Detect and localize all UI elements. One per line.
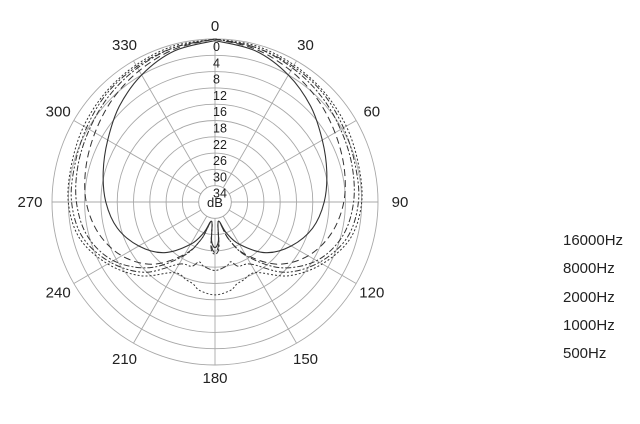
radial-label: 26 — [213, 154, 227, 168]
legend-item-500hz: 500Hz — [456, 341, 640, 369]
angle-label: 180 — [202, 370, 227, 387]
angle-label: 90 — [392, 194, 409, 211]
grid-spoke — [73, 209, 202, 284]
radial-label: 4 — [213, 56, 220, 70]
polar-plot: 0 30 60 90 120 150 180 210 240 270 300 330 0 4 8 12 16 18… — [17, 18, 408, 387]
angle-label: 150 — [293, 351, 318, 368]
legend-label: 2000Hz — [563, 288, 615, 306]
curve-2000hz — [75, 38, 355, 269]
angle-label: 0 — [211, 18, 219, 35]
angle-label: 30 — [297, 37, 314, 54]
grid-spoke — [222, 60, 297, 189]
legend-label: 16000Hz — [563, 232, 624, 249]
radial-label: 16 — [213, 105, 227, 119]
angle-label: 270 — [17, 194, 42, 211]
polar-grid — [51, 38, 379, 366]
angle-label: 300 — [46, 104, 71, 121]
radial-label: 22 — [213, 138, 227, 152]
radial-label: 34 — [213, 187, 227, 201]
legend: 16000Hz 8000Hz 2000Hz 1000Hz 500Hz — [456, 228, 640, 369]
grid-spoke — [133, 60, 208, 189]
grid-spoke — [222, 215, 297, 344]
legend-label: 1000Hz — [563, 316, 615, 334]
angle-label: 120 — [359, 285, 384, 302]
response-curves — [67, 38, 363, 296]
curve-16000hz — [102, 40, 328, 254]
axis-labels: 0 30 60 90 120 150 180 210 240 270 300 330 0 4 8 12 16 18… — [17, 18, 408, 387]
radial-label: 18 — [213, 122, 227, 136]
curve-500hz — [67, 38, 363, 296]
angle-label: 240 — [46, 285, 71, 302]
unit-label: dB — [207, 195, 223, 210]
radial-label: 30 — [213, 170, 227, 184]
legend-item-1000hz: 1000Hz — [456, 313, 640, 341]
grid-spoke — [133, 215, 208, 344]
angle-label: 330 — [112, 37, 137, 54]
legend-item-2000hz: 2000Hz — [456, 285, 640, 313]
legend-item-16000hz: 16000Hz — [456, 228, 640, 256]
grid-spoke — [228, 209, 357, 284]
angle-label: 60 — [363, 104, 380, 121]
legend-label: 500Hz — [563, 345, 607, 363]
radial-label: 12 — [213, 89, 227, 103]
legend-label: 8000Hz — [563, 260, 615, 278]
legend-item-8000hz: 8000Hz — [456, 256, 640, 284]
radial-label: 8 — [213, 73, 220, 87]
angle-label: 210 — [112, 351, 137, 368]
radial-label: 0 — [213, 40, 220, 54]
